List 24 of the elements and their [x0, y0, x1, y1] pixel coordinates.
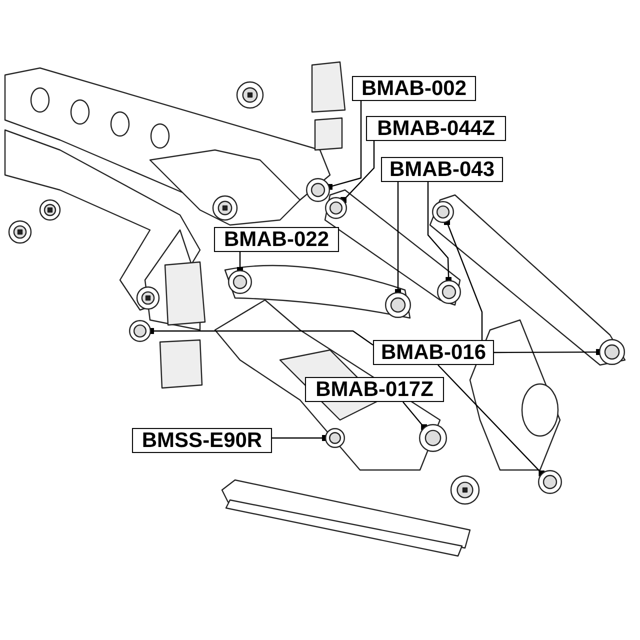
part-number-label: BMAB-043 — [381, 157, 503, 182]
bushing — [325, 197, 347, 219]
bushing — [599, 339, 625, 365]
leader-line — [326, 101, 362, 190]
part-number-label: BMSS-E90R — [132, 428, 272, 453]
leader-line — [444, 219, 483, 340]
leader-line — [272, 435, 328, 441]
bushing — [385, 292, 411, 318]
bushing — [306, 178, 330, 202]
bushing — [432, 201, 454, 223]
leader-line — [340, 141, 375, 204]
bushing — [538, 470, 562, 494]
part-number-label: BMAB-044Z — [366, 116, 506, 141]
part-number-label: BMAB-017Z — [305, 377, 444, 402]
leader-line — [438, 364, 545, 476]
bushing — [419, 424, 447, 452]
part-number-label: BMAB-016 — [373, 340, 494, 365]
bushing — [129, 320, 151, 342]
bushing — [228, 270, 252, 294]
part-number-label: BMAB-002 — [352, 76, 476, 101]
part-number-label: BMAB-022 — [214, 227, 339, 252]
leader-line — [148, 328, 374, 346]
bushing — [437, 280, 461, 304]
leader-line — [402, 402, 428, 430]
